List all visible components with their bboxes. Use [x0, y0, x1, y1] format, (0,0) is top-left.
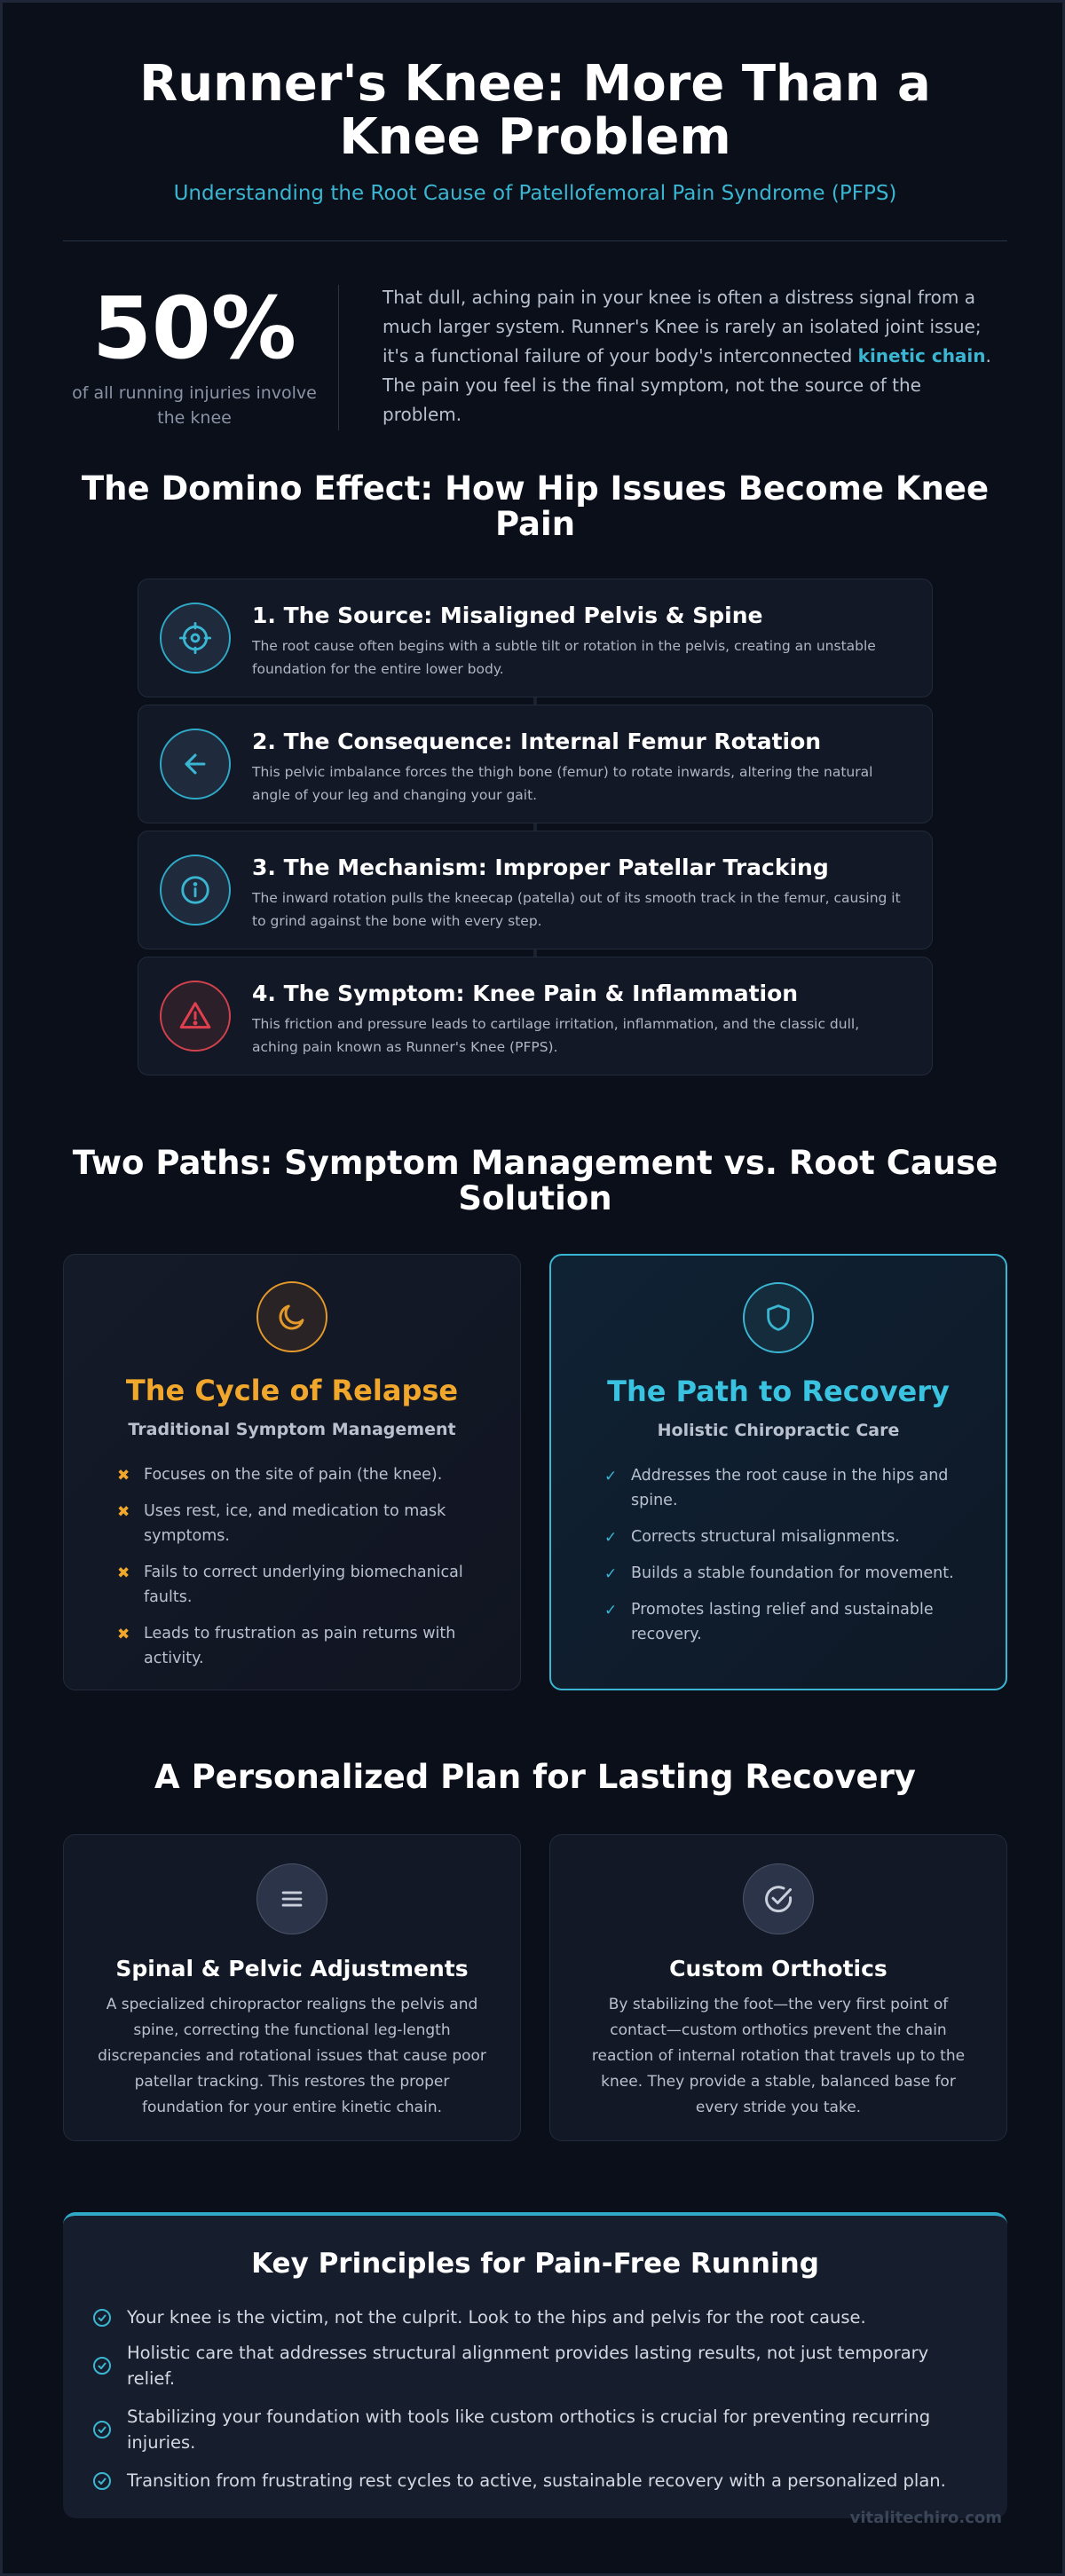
- footer-brand[interactable]: vitalitechiro.com: [849, 2509, 1002, 2527]
- step-title: 1. The Source: Misaligned Pelvis & Spine: [252, 603, 763, 628]
- paths-section-title: Two Paths: Symptom Management vs. Root C…: [3, 1146, 1065, 1217]
- plan-card-description: By stabilizing the foot—the very first p…: [591, 1996, 966, 2116]
- list-item: ✖ Uses rest, ice, and medication to mask …: [117, 1499, 472, 1548]
- info-icon: [160, 855, 231, 926]
- x-mark-icon: ✖: [117, 1503, 130, 1521]
- list-item-text: Uses rest, ice, and medication to mask s…: [144, 1502, 446, 1545]
- crosshair-icon: [160, 603, 231, 674]
- plan-card-adjustments: Spinal & Pelvic Adjustments A specialize…: [63, 1834, 521, 2141]
- recovery-list: ✓ Addresses the root cause in the hips an…: [604, 1463, 959, 1647]
- domino-title-text: The Domino Effect: How Hip Issues Become…: [81, 469, 990, 543]
- plan-card-orthotics: Custom Orthotics By stabilizing the foot…: [549, 1834, 1007, 2141]
- moon-icon: [256, 1281, 327, 1352]
- principle-text: Your knee is the victim, not the culprit…: [127, 2307, 866, 2328]
- header-divider: [63, 240, 1007, 241]
- relapse-list: ✖ Focuses on the site of pain (the knee).…: [117, 1462, 472, 1671]
- plan-title-text: A Personalized Plan for Lasting Recovery: [154, 1758, 916, 1796]
- intro-text-end: . The pain you feel is the final symptom…: [383, 345, 991, 425]
- list-item-text: Leads to frustration as pain returns wit…: [144, 1625, 456, 1667]
- list-item: ✓ Corrects structural misalignments.: [604, 1524, 959, 1549]
- list-item-text: Fails to correct underlying biomechanica…: [144, 1564, 463, 1606]
- domino-section-title: The Domino Effect: How Hip Issues Become…: [3, 471, 1065, 542]
- list-item: ✓ Addresses the root cause in the hips an…: [604, 1463, 959, 1513]
- list-item: ✖ Leads to frustration as pain returns wi…: [117, 1621, 472, 1671]
- list-item: ✓ Promotes lasting relief and sustainable…: [604, 1597, 959, 1647]
- check-circle-icon: [743, 1863, 814, 1934]
- step-title: 2. The Consequence: Internal Femur Rotat…: [252, 729, 822, 754]
- principle-item: Holistic care that addresses structural …: [93, 2340, 981, 2391]
- recovery-subtitle: Holistic Chiropractic Care: [657, 1421, 900, 1440]
- check-circle-icon: [93, 2421, 111, 2438]
- page-subtitle: Understanding the Root Cause of Patellof…: [173, 182, 897, 205]
- list-item: ✓ Builds a stable foundation for movement…: [604, 1561, 959, 1586]
- list-item: ✖ Focuses on the site of pain (the knee).: [117, 1462, 472, 1487]
- check-mark-icon: ✓: [604, 1565, 618, 1583]
- principle-text: Holistic care that addresses structural …: [127, 2343, 929, 2389]
- domino-step-3: 3. The Mechanism: Improper Patellar Trac…: [138, 831, 933, 949]
- shield-icon: [743, 1282, 814, 1353]
- paths-title-text: Two Paths: Symptom Management vs. Root C…: [72, 1144, 998, 1217]
- x-mark-icon: ✖: [117, 1564, 130, 1582]
- list-item: ✖ Fails to correct underlying biomechanic…: [117, 1560, 472, 1610]
- stat-block: 50% of all running injuries involve the …: [63, 280, 326, 430]
- warning-icon: [160, 981, 231, 1052]
- principle-item: Your knee is the victim, not the culprit…: [93, 2304, 981, 2330]
- recovery-title: The Path to Recovery: [607, 1375, 950, 1408]
- plan-section-title: A Personalized Plan for Lasting Recovery: [3, 1760, 1065, 1795]
- check-circle-icon: [93, 2309, 111, 2327]
- principle-item: Stabilizing your foundation with tools l…: [93, 2404, 981, 2455]
- domino-step-4: 4. The Symptom: Knee Pain & Inflammation…: [138, 957, 933, 1075]
- check-mark-icon: ✓: [604, 1468, 618, 1485]
- domino-step-1: 1. The Source: Misaligned Pelvis & Spine…: [138, 579, 933, 697]
- step-description: This pelvic imbalance forces the thigh b…: [252, 764, 873, 803]
- step-title: 4. The Symptom: Knee Pain & Inflammation: [252, 981, 799, 1006]
- intro-paragraph: That dull, aching pain in your knee is o…: [383, 283, 995, 429]
- check-mark-icon: ✓: [604, 1602, 618, 1619]
- check-mark-icon: ✓: [604, 1529, 618, 1547]
- step-title: 3. The Mechanism: Improper Patellar Trac…: [252, 855, 829, 880]
- menu-lines-icon: [256, 1863, 327, 1934]
- stat-label: of all running injuries involve the knee: [72, 383, 317, 428]
- stat-divider: [338, 285, 339, 430]
- relapse-subtitle: Traditional Symptom Management: [128, 1420, 456, 1439]
- plan-card-title: Spinal & Pelvic Adjustments: [115, 1956, 469, 1981]
- page-title: Runner's Knee: More Than a Knee Problem: [139, 55, 931, 166]
- recovery-card: The Path to Recovery Holistic Chiropract…: [549, 1254, 1007, 1690]
- stat-value: 50%: [92, 279, 296, 378]
- x-mark-icon: ✖: [117, 1626, 130, 1643]
- list-item-text: Builds a stable foundation for movement.: [631, 1564, 954, 1582]
- check-circle-icon: [93, 2357, 111, 2375]
- plan-card-description: A specialized chiropractor realigns the …: [98, 1996, 486, 2116]
- principle-text: Stabilizing your foundation with tools l…: [127, 2407, 931, 2453]
- relapse-card: The Cycle of Relapse Traditional Symptom…: [63, 1254, 521, 1690]
- list-item-text: Promotes lasting relief and sustainable …: [631, 1601, 934, 1643]
- principles-box: Key Principles for Pain-Free Running You…: [63, 2212, 1007, 2518]
- list-item-text: Focuses on the site of pain (the knee).: [144, 1466, 443, 1484]
- list-item-text: Addresses the root cause in the hips and…: [631, 1467, 949, 1509]
- arrow-left-icon: [160, 729, 231, 800]
- principle-item: Transition from frustrating rest cycles …: [93, 2468, 981, 2493]
- step-description: The root cause often begins with a subtl…: [252, 638, 876, 677]
- list-item-text: Corrects structural misalignments.: [631, 1528, 900, 1546]
- check-circle-icon: [93, 2472, 111, 2490]
- domino-step-2: 2. The Consequence: Internal Femur Rotat…: [138, 705, 933, 823]
- principle-text: Transition from frustrating rest cycles …: [127, 2470, 946, 2491]
- relapse-title: The Cycle of Relapse: [125, 1374, 459, 1407]
- plan-card-title: Custom Orthotics: [669, 1956, 888, 1981]
- intro-text-start: That dull, aching pain in your knee is o…: [383, 287, 982, 366]
- step-description: This friction and pressure leads to cart…: [252, 1016, 860, 1055]
- step-description: The inward rotation pulls the kneecap (p…: [252, 890, 901, 929]
- x-mark-icon: ✖: [117, 1467, 130, 1485]
- intro-highlight: kinetic chain: [857, 345, 986, 366]
- header: Runner's Knee: More Than a Knee Problem …: [3, 55, 1065, 206]
- principles-title: Key Principles for Pain-Free Running: [251, 2248, 819, 2280]
